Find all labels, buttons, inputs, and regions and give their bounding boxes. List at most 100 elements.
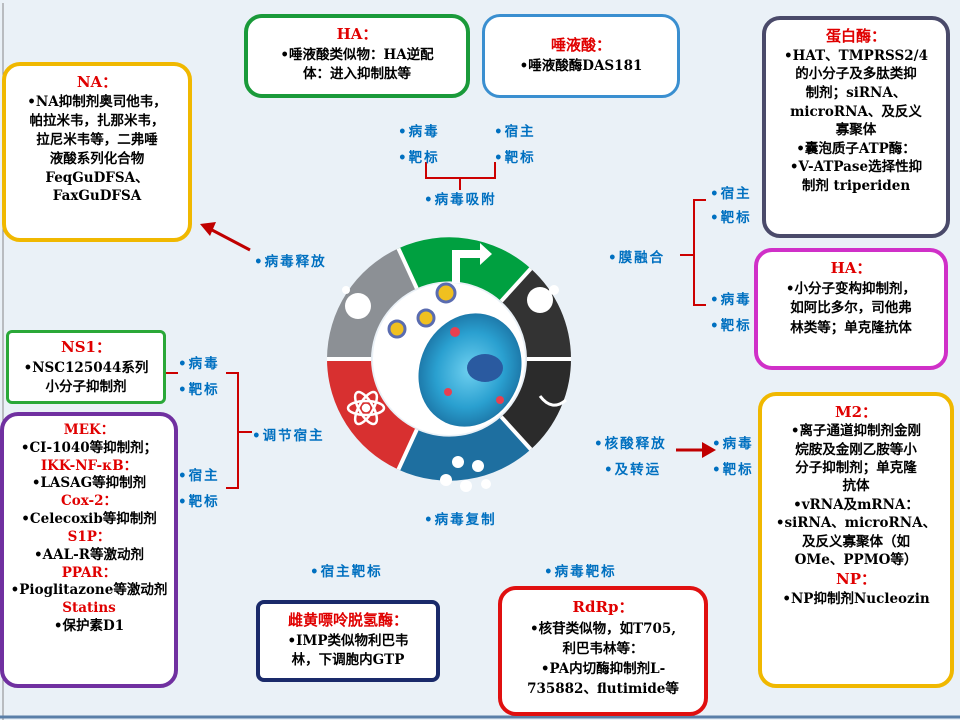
segment-replication <box>398 416 531 481</box>
cox2-title: Cox-2： <box>60 493 118 510</box>
virus-particles-icon <box>387 282 457 339</box>
label-host-right: •宿主 <box>710 186 752 202</box>
label-host-target-bottom: •宿主靶标 <box>310 564 383 580</box>
na-line: 帕拉米韦，扎那米韦， <box>29 112 165 129</box>
ns1-title: NS1： <box>61 338 111 356</box>
na-title: NA： <box>76 73 118 91</box>
impdh-line: •IMP类似物利巴韦 <box>287 632 409 649</box>
na-box: NA： •NA抑制剂奥司他韦， 帕拉米韦，扎那米韦， 拉尼米韦等，二弗唾 液酸系… <box>2 62 192 242</box>
sialidase-line: •唾液酸酶DAS181 <box>519 57 643 74</box>
mek-text: •CI-1040等抑制剂； <box>20 439 158 456</box>
impdh-title: 雌黄嘌呤脱氢酶： <box>287 611 408 629</box>
ns1-line: 小分子抑制剂 <box>45 379 127 396</box>
cox2-text: •Celecoxib等抑制剂 <box>21 511 157 528</box>
m2-line: 抗体 <box>842 478 870 495</box>
segment-fusion <box>501 268 571 359</box>
atom-icon <box>346 390 386 426</box>
fusion-icon <box>527 285 559 313</box>
ppar-title: PPAR： <box>61 564 117 581</box>
m2-line: 分子抑制剂；单克隆 <box>795 460 917 477</box>
protease-line: •HAT、TMPRSS2/4 <box>784 47 928 64</box>
vrna-title: •vRNA及mRNA： <box>793 496 919 513</box>
ikk-title: IKK-NF-κB： <box>40 457 138 474</box>
label-host-left: •宿主 <box>178 468 220 484</box>
rdrp-line: 735882、flutimide等 <box>527 681 679 698</box>
ha-right-line: •小分子变构抑制剂， <box>785 280 917 297</box>
segment-release <box>327 248 417 359</box>
label-release: •病毒释放 <box>254 254 327 270</box>
sialidase-box: 唾液酸： •唾液酸酶DAS181 <box>482 14 680 98</box>
statins-title: Statins <box>62 600 116 617</box>
ns1-line: •NSC125044系列 <box>23 359 149 376</box>
m2-line: 烷胺及金刚乙胺等小 <box>795 441 917 458</box>
protease-line: •囊泡质子ATP酶： <box>796 140 916 157</box>
na-line: 拉尼米韦等，二弗唾 <box>36 131 158 148</box>
label-target-right-2: •靶标 <box>710 318 752 334</box>
label-target-right-1: •靶标 <box>710 210 752 226</box>
na-line: 液酸系列化合物 <box>49 150 145 167</box>
protease-line: microRNA、及反义 <box>790 103 922 120</box>
ha-right-line: 如阿比多尔，司他弗 <box>790 300 912 317</box>
statins-text: •保护素D1 <box>53 617 125 634</box>
label-target-top-right: •靶标 <box>494 150 536 166</box>
sialidase-title: 唾液酸： <box>550 36 611 54</box>
vrna-line: •siRNA、microRNA、 <box>775 515 937 532</box>
protease-line: 寡聚体 <box>835 122 877 139</box>
m2-line: •离子通道抑制剂金刚 <box>790 423 922 440</box>
segment-attach <box>398 237 531 302</box>
nucleic-acid-icon <box>538 395 567 407</box>
label-attach: •病毒吸附 <box>424 192 497 208</box>
attach-arrow-icon <box>452 243 492 283</box>
bracket-host <box>226 372 239 489</box>
s1p-text: •AAL-R等激动剂 <box>34 546 144 563</box>
arrow-to-na <box>200 222 251 252</box>
protease-title: 蛋白酶： <box>825 27 886 45</box>
na-line: FeqGuDFSA、 <box>45 169 149 186</box>
ha-right-title: HA： <box>830 259 872 277</box>
vrna-line: 及反义寡聚体（如 <box>802 533 910 550</box>
protease-line: 制剂 triperiden <box>801 178 911 195</box>
segment-nucleic-release <box>501 359 571 450</box>
label-target-left-2: •靶标 <box>178 494 220 510</box>
label-regulate-host: •调节宿主 <box>252 428 325 444</box>
ha-line: •唾液酸类似物：HA逆配 <box>280 46 434 63</box>
ns1-box: NS1： •NSC125044系列 小分子抑制剂 <box>6 330 166 404</box>
m2-box: M2： •离子通道抑制剂金刚 烷胺及金刚乙胺等小 分子抑制剂；单克隆 抗体 •v… <box>758 392 954 688</box>
ha-title: HA： <box>336 25 378 43</box>
protease-line: •V-ATPase选择性抑 <box>789 159 923 176</box>
arrow-to-m2 <box>676 442 716 458</box>
label-target-left-1: •靶标 <box>178 382 220 398</box>
bracket-fusion <box>693 199 706 306</box>
ha-box-top: HA： •唾液酸类似物：HA逆配 体：进入抑制肽等 <box>244 14 470 98</box>
label-host-top: •宿主 <box>494 124 536 140</box>
np-line: •NP抑制剂Nucleozin <box>782 590 930 607</box>
release-icon <box>342 286 371 319</box>
label-virus-left: •病毒 <box>178 356 220 372</box>
na-line: •NA抑制剂奥司他韦， <box>27 94 167 110</box>
s1p-title: S1P： <box>67 528 111 545</box>
label-virus-target-bottom: •病毒靶标 <box>544 564 617 580</box>
ha-right-line: 林类等；单克隆抗体 <box>790 319 912 336</box>
rdrp-line: 利巴韦林等： <box>562 640 644 657</box>
replication-icon <box>440 456 491 492</box>
ha-box-right: HA： •小分子变构抑制剂， 如阿比多尔，司他弗 林类等；单克隆抗体 <box>754 248 948 370</box>
rdrp-box: RdRp： •核苷类似物，如T705, 利巴韦林等： •PA内切酶抑制剂L- 7… <box>498 586 708 716</box>
protease-box: 蛋白酶： •HAT、TMPRSS2/4 的小分子及多肽类抑 制剂；siRNA、 … <box>762 16 950 238</box>
impdh-box: 雌黄嘌呤脱氢酶： •IMP类似物利巴韦 林，下调胞内GTP <box>256 600 440 682</box>
rdrp-line: •PA内切酶抑制剂L- <box>540 661 666 677</box>
label-virus-m2: •病毒 <box>712 436 754 452</box>
rdrp-title: RdRp： <box>572 598 634 616</box>
label-fusion: •膜融合 <box>608 250 666 266</box>
label-nucleic-release: •核酸释放 <box>594 436 667 452</box>
ha-line: 体：进入抑制肽等 <box>303 66 411 83</box>
ppar-text: •Pioglitazone等激动剂 <box>10 582 168 599</box>
na-line: FaxGuDFSA <box>52 188 142 205</box>
label-target-m2: •靶标 <box>712 462 754 478</box>
mek-title: MEK： <box>63 422 115 438</box>
protease-line: 的小分子及多肽类抑 <box>795 66 917 83</box>
label-target-top-left: •靶标 <box>398 150 440 166</box>
rdrp-line: •核苷类似物，如T705, <box>529 620 677 637</box>
np-title: NP： <box>836 570 876 589</box>
label-virus-top: •病毒 <box>398 124 440 140</box>
